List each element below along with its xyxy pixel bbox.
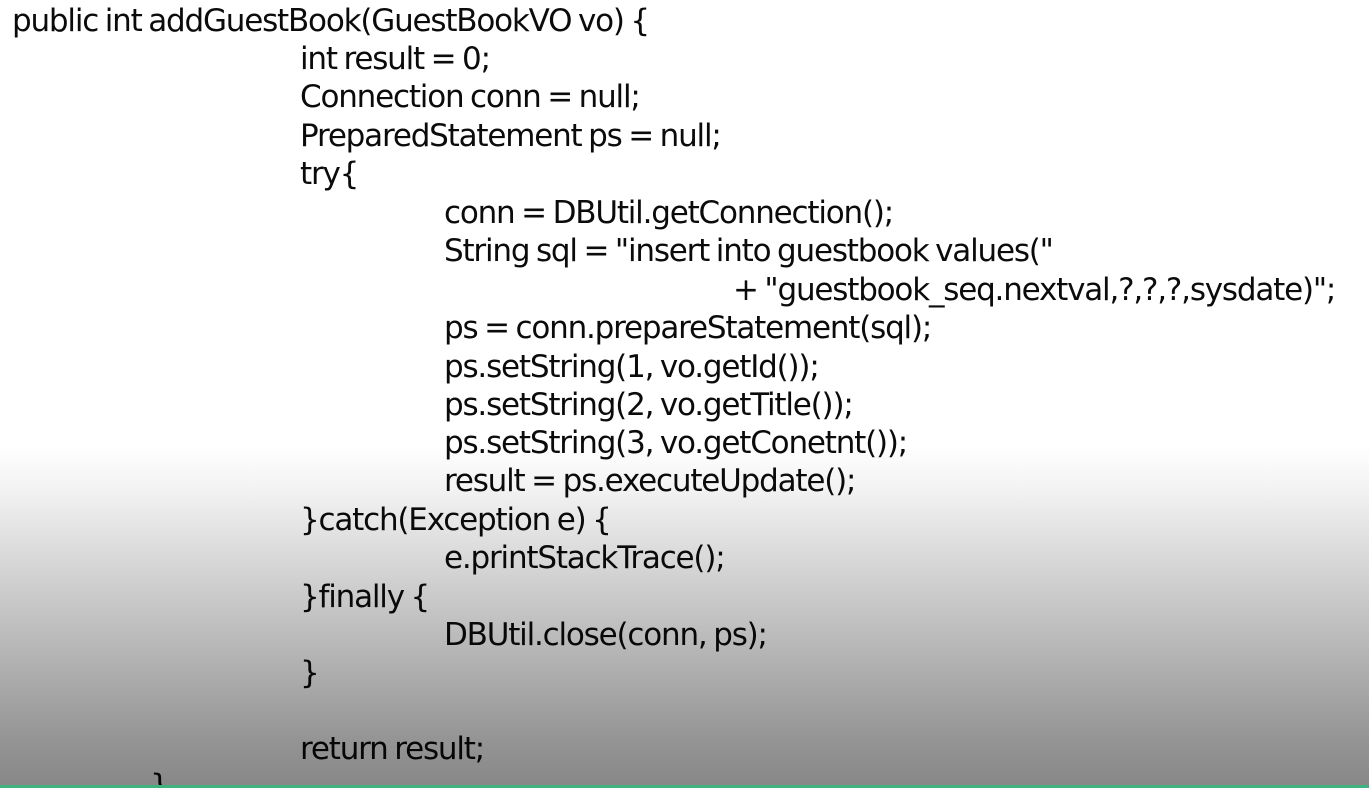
- code-line-return: return result;: [300, 731, 485, 767]
- code-line-set-string-1: ps.setString(1, vo.getId());: [444, 349, 820, 385]
- code-line-sql-continuation: + "guestbook_seq.nextval,?,?,?,sysdate)"…: [733, 272, 1336, 308]
- code-line-catch: }catch(Exception e) {: [300, 502, 612, 538]
- code-line-result-decl: int result = 0;: [300, 41, 491, 77]
- code-line-print-stack-trace: e.printStackTrace();: [444, 540, 726, 576]
- code-line-execute-update: result = ps.executeUpdate();: [444, 463, 856, 499]
- code-line-finally: }finally {: [300, 579, 430, 615]
- code-line-prepare-statement: ps = conn.prepareStatement(sql);: [444, 310, 932, 346]
- code-line-set-string-3: ps.setString(3, vo.getConetnt());: [444, 425, 908, 461]
- code-line-db-close: DBUtil.close(conn, ps);: [444, 617, 768, 653]
- code-line-method-close-brace: }: [150, 768, 170, 788]
- code-line-set-string-2: ps.setString(2, vo.getTitle());: [444, 387, 854, 423]
- code-line-ps-decl: PreparedStatement ps = null;: [300, 118, 722, 154]
- code-line-sql-string: String sql = "insert into guestbook valu…: [444, 233, 1054, 269]
- code-line-finally-close-brace: }: [300, 655, 320, 691]
- code-line-try: try{: [300, 156, 359, 192]
- bottom-accent-bar: [0, 785, 1369, 788]
- code-line-signature: public int addGuestBook(GuestBookVO vo) …: [12, 3, 650, 39]
- code-line-conn-decl: Connection conn = null;: [300, 79, 641, 115]
- code-line-get-connection: conn = DBUtil.getConnection();: [444, 195, 894, 231]
